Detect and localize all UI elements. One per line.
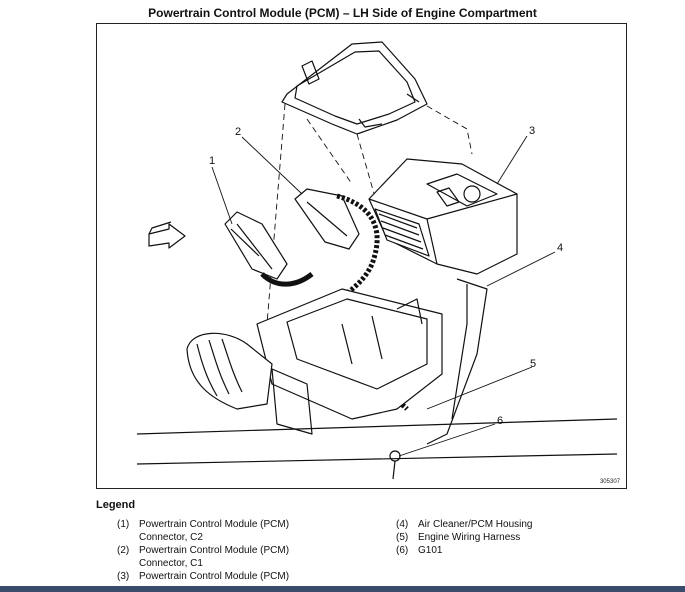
legend-column-left: (1) Powertrain Control Module (PCM) Conn…: [117, 518, 289, 583]
legend-heading: Legend: [96, 499, 136, 511]
figure-id: 305307: [599, 479, 620, 485]
legend-item-text-line2: Connector, C1: [139, 558, 203, 569]
callout-4: 4: [557, 242, 564, 254]
legend-column-right: (4) Air Cleaner/PCM Housing (5) Engine W…: [396, 518, 533, 557]
callout-3: 3: [529, 125, 536, 137]
intake-duct: [186, 332, 313, 435]
frame-rail: [136, 278, 618, 465]
legend-item-number: (1): [117, 519, 130, 530]
callout-2: 2: [235, 126, 242, 138]
legend-item-text: Powertrain Control Module (PCM): [139, 519, 290, 530]
legend-item: (1) Powertrain Control Module (PCM): [117, 518, 289, 531]
direction-arrow-icon: [148, 221, 186, 249]
air-cleaner-housing: [256, 288, 443, 420]
bottom-bar: [0, 586, 685, 592]
engine-compartment-illustration: [136, 41, 618, 480]
callout-1: 1: [209, 155, 216, 167]
legend-item-number: (2): [117, 545, 130, 556]
pcm-connector-c1: [294, 188, 360, 250]
housing-lid: [281, 41, 428, 135]
legend-item: (3) Powertrain Control Module (PCM): [117, 570, 289, 583]
g101-ground: [389, 450, 401, 480]
legend-item-text: Powertrain Control Module (PCM): [139, 571, 290, 582]
legend-item-number: (4): [396, 519, 409, 530]
legend-item-continued: Connector, C2: [117, 531, 289, 544]
legend-item-number: (5): [396, 532, 409, 543]
callout-5: 5: [530, 358, 537, 370]
legend-item-text: G101: [418, 545, 443, 556]
legend-item-text: Air Cleaner/PCM Housing: [418, 519, 533, 530]
callout-6: 6: [497, 415, 504, 427]
legend-item: (4) Air Cleaner/PCM Housing: [396, 518, 533, 531]
legend-item-text: Engine Wiring Harness: [418, 532, 521, 543]
diagram-title: Powertrain Control Module (PCM) – LH Sid…: [148, 6, 537, 20]
alignment-lines: [266, 103, 473, 325]
legend-item-number: (3): [117, 571, 130, 582]
legend-item-continued: Connector, C1: [117, 557, 289, 570]
callout-leaders: [211, 135, 556, 457]
legend-item: (2) Powertrain Control Module (PCM): [117, 544, 289, 557]
legend-item-text-line2: Connector, C2: [139, 532, 203, 543]
legend-item-number: (6): [396, 545, 409, 556]
legend-item: (5) Engine Wiring Harness: [396, 531, 533, 544]
diagram-figure: 1 2 3 4 5 6 305307: [96, 23, 627, 489]
legend-item: (6) G101: [396, 544, 533, 557]
pcm-connector-c2: [224, 211, 288, 280]
pcm-module: [368, 158, 518, 275]
legend-item-text: Powertrain Control Module (PCM): [139, 545, 290, 556]
